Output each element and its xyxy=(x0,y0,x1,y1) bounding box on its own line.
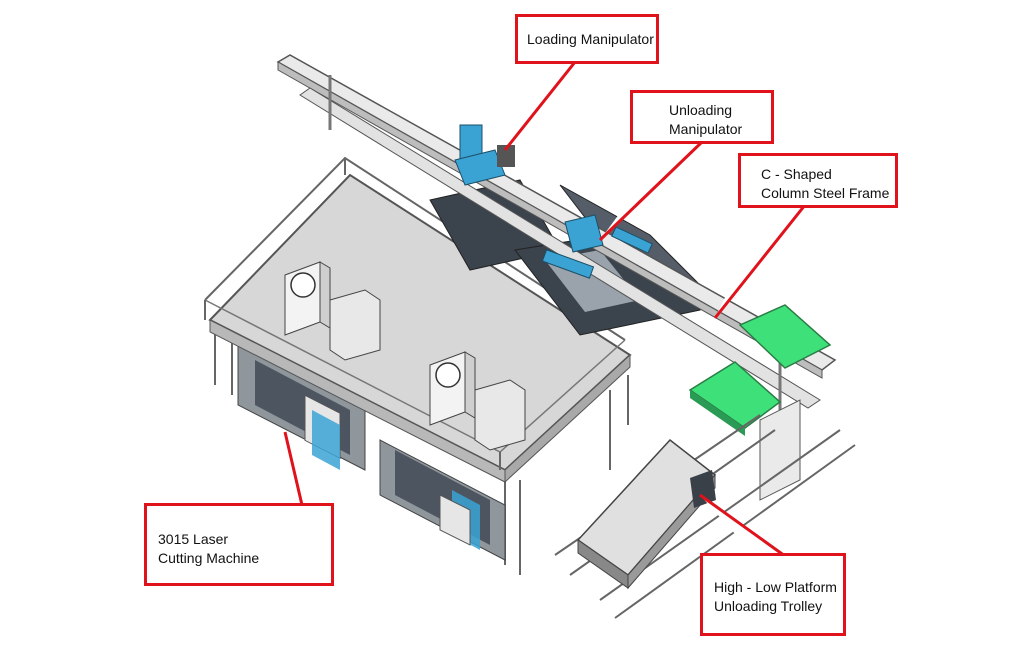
work-platform xyxy=(204,156,632,484)
callout-text-line: Manipulator xyxy=(669,121,743,137)
callout-text-line: C - Shaped xyxy=(761,166,832,182)
callout-text-line: Unloading xyxy=(669,102,733,118)
unloading-trolley xyxy=(576,438,717,590)
callout-text-line: High - Low Platform xyxy=(714,579,837,595)
laser-machine-left xyxy=(237,344,366,471)
callout-text-line: 3015 Laser xyxy=(158,531,229,547)
callout-text-line: Cutting Machine xyxy=(158,550,260,566)
callout-unloading-manipulator: Unloading Manipulator xyxy=(630,90,774,144)
callout-laser-cutting-machine: 3015 Laser Cutting Machine xyxy=(144,503,334,586)
callout-c-shaped-frame: C - Shaped Column Steel Frame xyxy=(738,153,898,208)
callout-text-line: Column Steel Frame xyxy=(761,185,890,201)
chiller-unit-2 xyxy=(429,351,526,451)
unloading-manipulator-body xyxy=(541,214,653,279)
callout-unloading-trolley: High - Low Platform Unloading Trolley xyxy=(700,553,846,636)
callout-text-line: Unloading Trolley xyxy=(714,598,823,614)
overhead-gantry xyxy=(276,54,837,501)
callout-loading-manipulator: Loading Manipulator xyxy=(515,14,659,64)
loading-manipulator-body xyxy=(454,124,515,186)
callout-text-line: Loading Manipulator xyxy=(527,31,654,47)
chiller-unit-1 xyxy=(284,261,381,361)
laser-machine-right xyxy=(379,439,506,561)
